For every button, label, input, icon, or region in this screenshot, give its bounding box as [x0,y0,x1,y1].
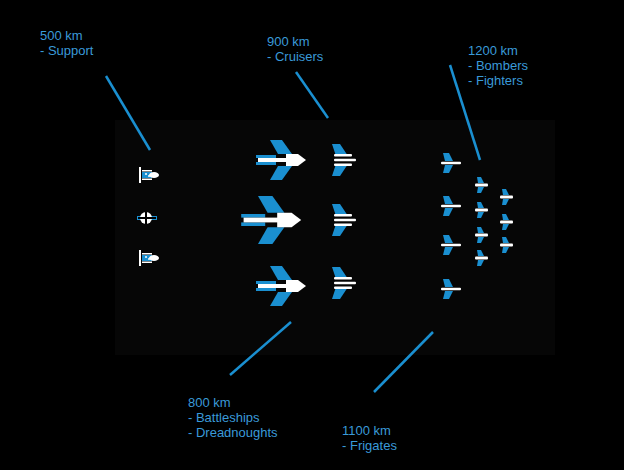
range-label: 800 km [188,395,231,410]
frigates [441,153,461,299]
range-label: 1200 km [468,43,518,58]
role-label: - Frigates [342,438,397,453]
range-label: 500 km [40,28,83,43]
formation-panel [115,120,555,355]
range-label: 1100 km [342,423,391,438]
support-ships [137,167,159,266]
role-label: - Battleships [188,410,260,425]
cruisers [332,144,356,299]
role-label: - Fighters [468,73,523,88]
role-label: - Support [40,43,93,58]
leader-lines [106,65,480,392]
role-label: - Dreadnoughts [188,425,278,440]
role-label: - Bombers [468,58,528,73]
role-label: - Cruisers [267,49,323,64]
battleships [241,140,306,306]
range-label: 900 km [267,34,310,49]
bombers-fighters [475,177,513,266]
